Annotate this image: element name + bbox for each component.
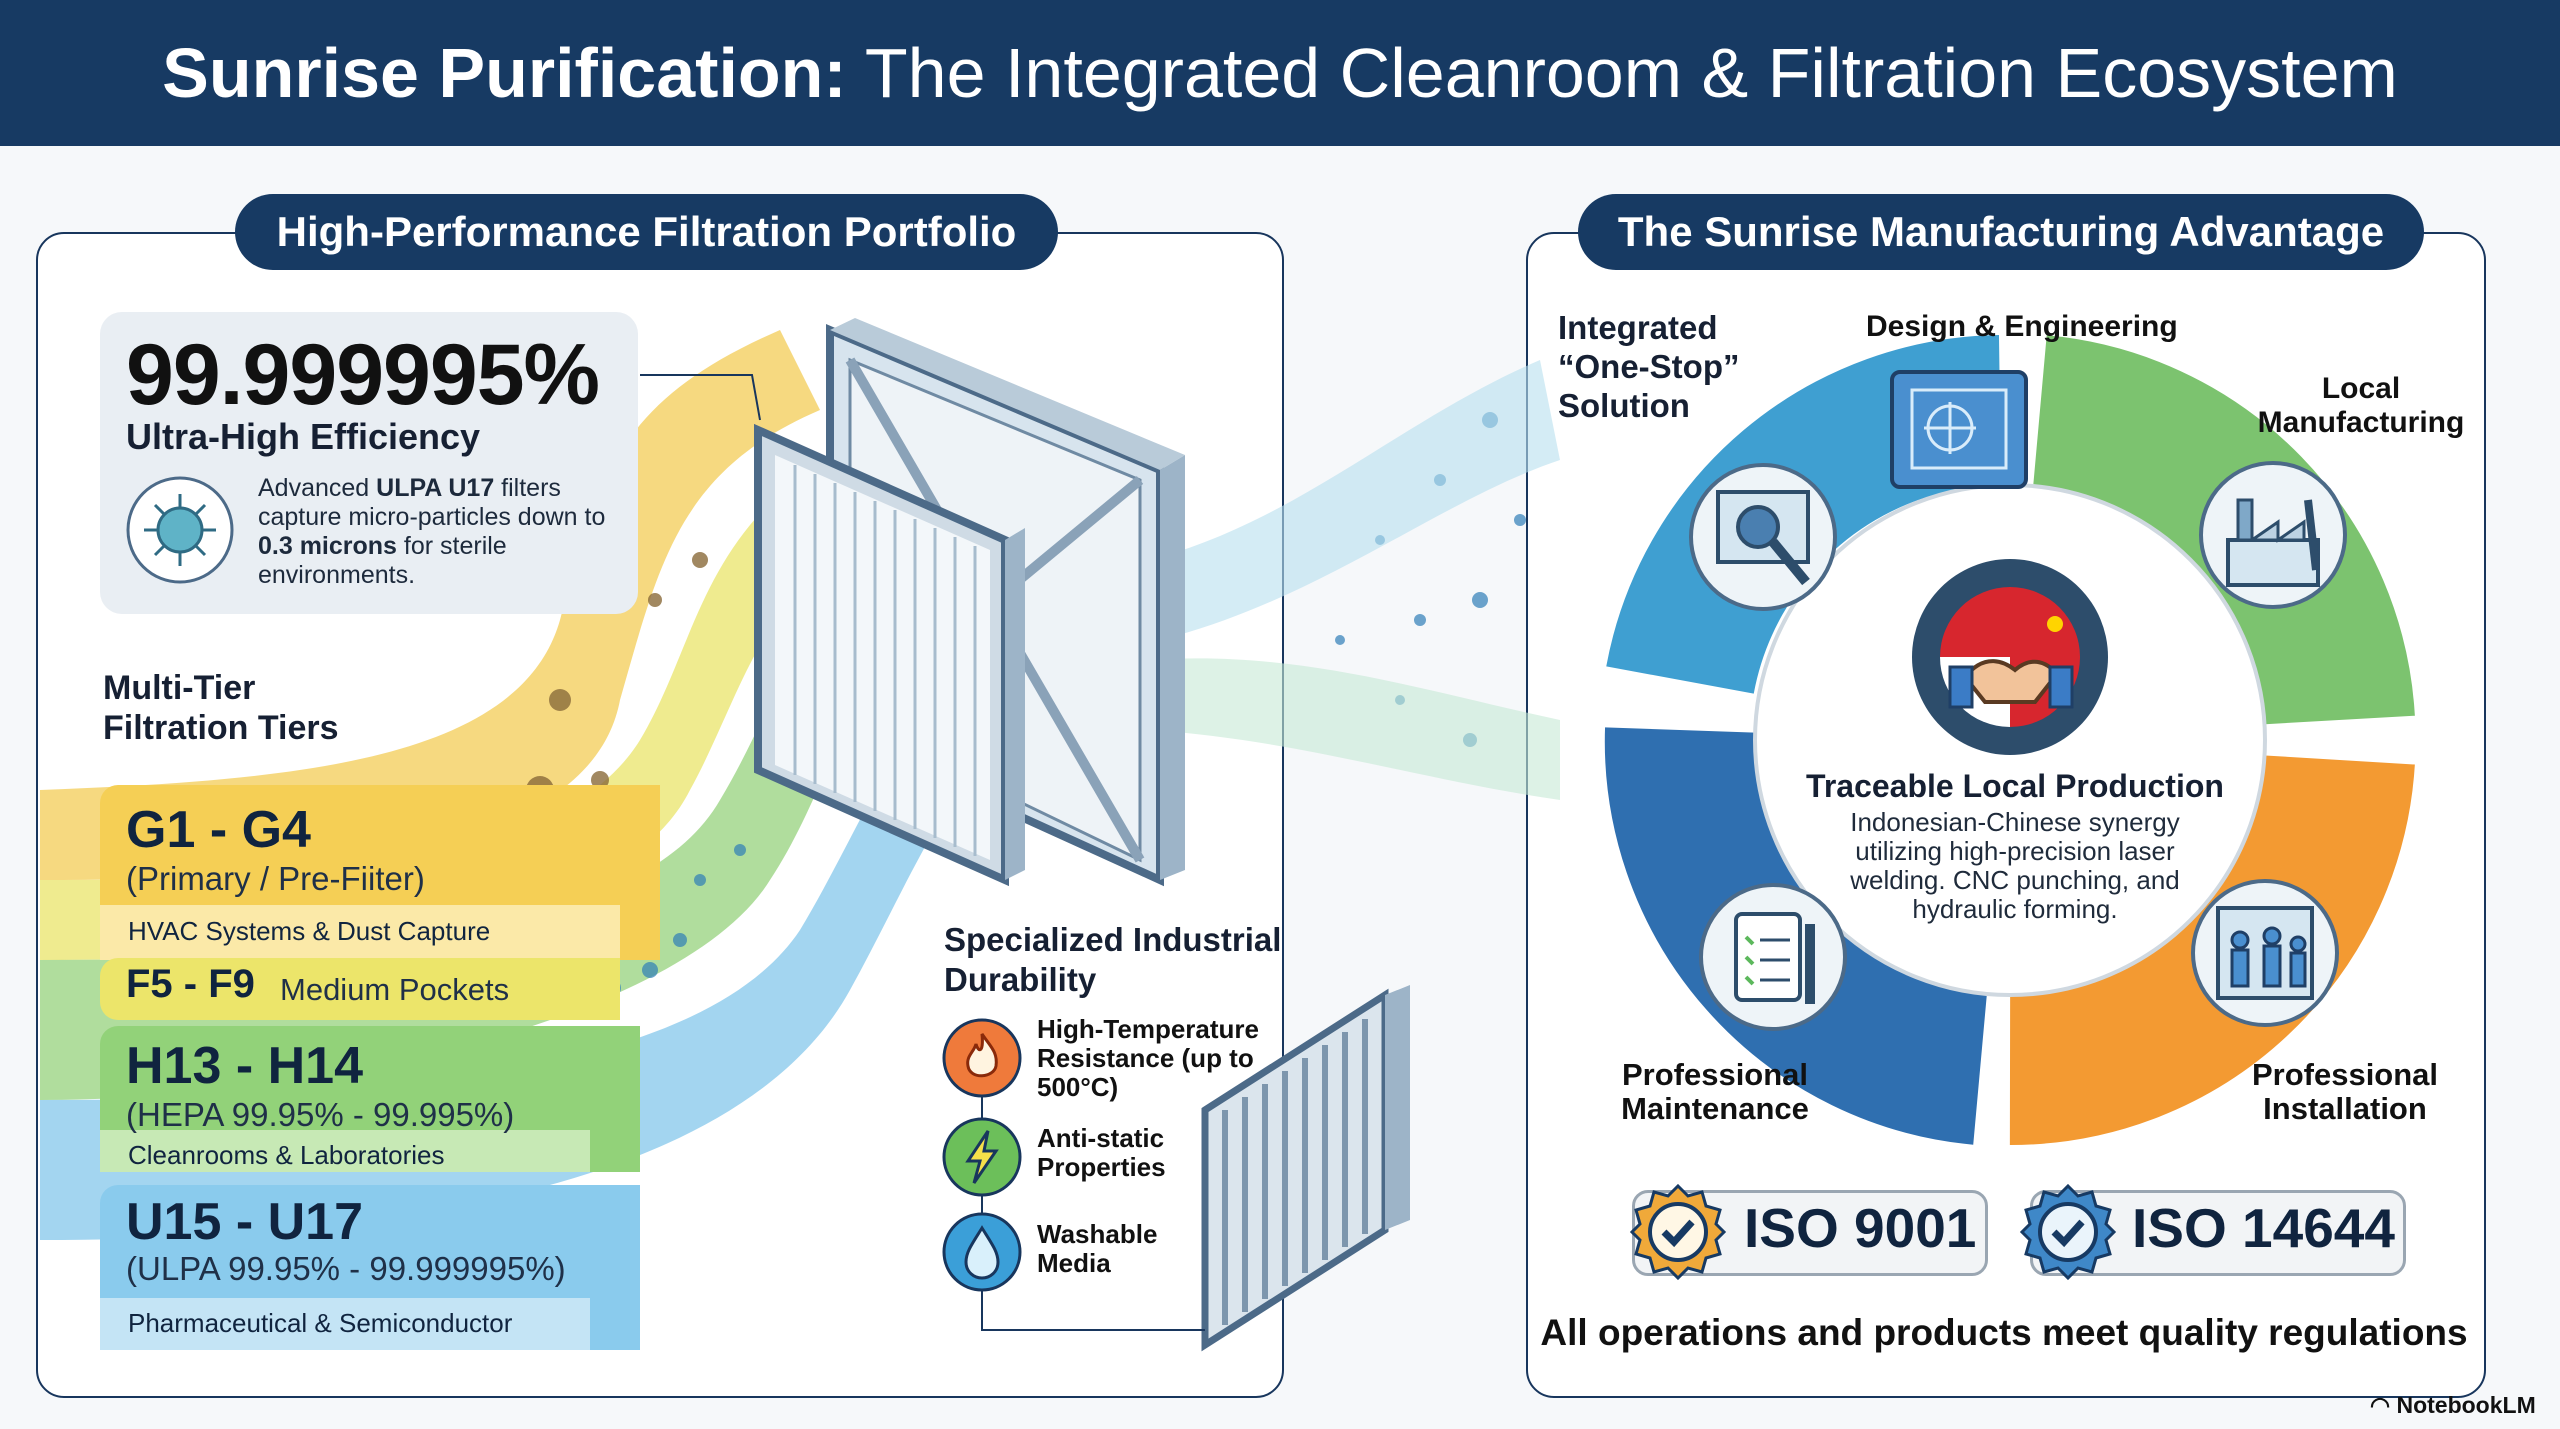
iso-14644-label: ISO 14644	[2132, 1197, 2395, 1259]
seal-check-icon	[2019, 1183, 2117, 1281]
tier-code: H13 - H14	[126, 1037, 363, 1095]
pleated-filter-icon	[1201, 985, 1410, 1352]
durability-heading: Specialized Industrial Durability	[944, 921, 1282, 998]
quality-footer: All operations and products meet quality…	[1540, 1312, 2468, 1353]
title-tagline: The Integrated Cleanroom & Filtration Ec…	[846, 34, 2398, 112]
tier-band-u15-u17-app	[100, 1298, 590, 1350]
hepa-filter-front-icon	[754, 423, 1025, 887]
durability-label: High-Temperature Resistance (up to 500°C…	[1037, 1014, 1259, 1102]
title-brand: Sunrise Purification:	[162, 34, 847, 112]
tier-desc: (ULPA 99.95% - 99.999995%)	[126, 1250, 566, 1287]
step-local-manufacturing: Local Manufacturing	[2257, 372, 2465, 439]
integrated-solution-label: Integrated “One-Stop” Solution	[1558, 309, 1740, 424]
notebooklm-logo-icon: ◠	[2370, 1392, 2397, 1418]
durability-label: Washable Media	[1037, 1219, 1158, 1278]
step-professional-maintenance: Professional Maintenance	[1621, 1057, 1809, 1126]
installation-team-icon	[2191, 879, 2339, 1027]
center-title: Traceable Local Production	[1806, 768, 2224, 804]
tier-application: HVAC Systems & Dust Capture	[128, 916, 491, 946]
center-description: Indonesian-Chinese synergy utilizing hig…	[1850, 807, 2180, 924]
left-panel-heading: High-Performance Filtration Portfolio	[235, 194, 1058, 270]
seal-check-icon	[1629, 1183, 1727, 1281]
gear-wrench-icon	[1689, 463, 1837, 611]
virus-particle-icon	[126, 476, 234, 584]
tier-application: Pharmaceutical & Semiconductor	[128, 1308, 513, 1338]
title-bar: Sunrise Purification: The Integrated Cle…	[0, 0, 2560, 146]
right-panel-heading: The Sunrise Manufacturing Advantage	[1578, 194, 2424, 270]
durability-label: Anti-static Properties	[1037, 1123, 1166, 1182]
tier-code: G1 - G4	[126, 801, 311, 859]
efficiency-value: 99.999995%	[126, 327, 600, 423]
handshake-flags-icon	[1912, 559, 2108, 755]
notebooklm-watermark: ◠ NotebookLM	[2370, 1392, 2536, 1418]
tier-desc: (Primary / Pre-Fiiter)	[126, 860, 425, 897]
tier-desc: (HEPA 99.95% - 99.995%)	[126, 1096, 515, 1133]
efficiency-description: Advanced ULPA U17 filters capture micro-…	[258, 474, 606, 589]
iso-9001-label: ISO 9001	[1744, 1197, 1977, 1259]
tier-code: U15 - U17	[126, 1193, 363, 1251]
tier-band-g1-g4-app	[100, 905, 620, 960]
tiers-label: Multi-Tier Filtration Tiers	[103, 669, 339, 747]
flame-icon	[942, 1018, 1022, 1098]
tier-desc: Medium Pockets	[280, 972, 510, 1007]
factory-icon	[2199, 461, 2347, 609]
step-design-engineering: Design & Engineering	[1866, 310, 2178, 343]
droplet-icon	[942, 1212, 1022, 1292]
tier-code: F5 - F9	[126, 962, 255, 1006]
efficiency-subtitle: Ultra-High Efficiency	[126, 416, 481, 457]
tier-application: Cleanrooms & Laboratories	[128, 1140, 445, 1170]
tier-band-h13-h14-app	[100, 1130, 590, 1172]
clipboard-wrench-icon	[1699, 883, 1847, 1031]
tier-band-f5-f9	[100, 958, 620, 1020]
lightning-icon	[942, 1117, 1022, 1197]
blueprint-icon	[1890, 370, 2028, 489]
step-professional-installation: Professional Installation	[2251, 1057, 2439, 1126]
